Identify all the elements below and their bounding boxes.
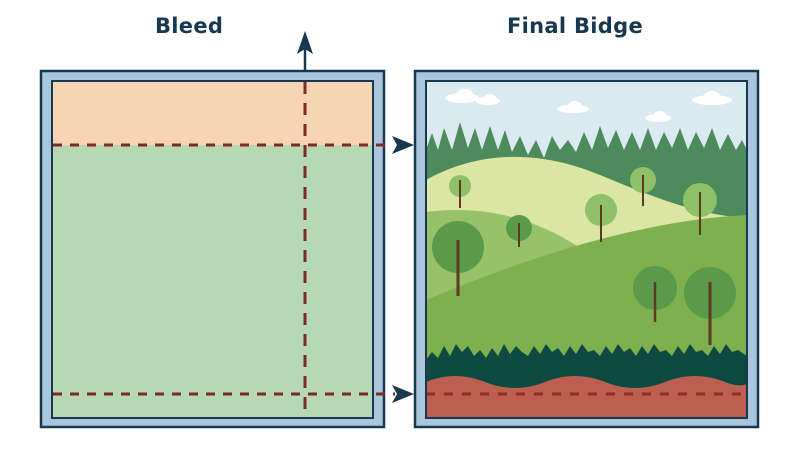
landscape-scene [426, 81, 747, 418]
tree [585, 194, 617, 242]
right-arrow-bottom-icon [392, 385, 414, 403]
tree [630, 167, 656, 206]
final-page-border [425, 80, 748, 419]
soil-strip [426, 376, 747, 418]
right-arrow-top-icon [392, 136, 414, 154]
tree [683, 183, 717, 235]
tree [449, 175, 471, 208]
tree [506, 215, 532, 247]
up-arrow-icon [297, 31, 313, 54]
final-panel [413, 69, 760, 429]
tree [432, 221, 484, 296]
bleed-panel [39, 31, 395, 429]
tree [633, 266, 677, 322]
final-edge-title: Final Bidge [507, 14, 643, 38]
clouds [445, 89, 732, 122]
bleed-title: Bleed [155, 14, 224, 38]
bleed-band [53, 82, 372, 145]
tree [684, 267, 736, 345]
bushes [426, 344, 747, 390]
